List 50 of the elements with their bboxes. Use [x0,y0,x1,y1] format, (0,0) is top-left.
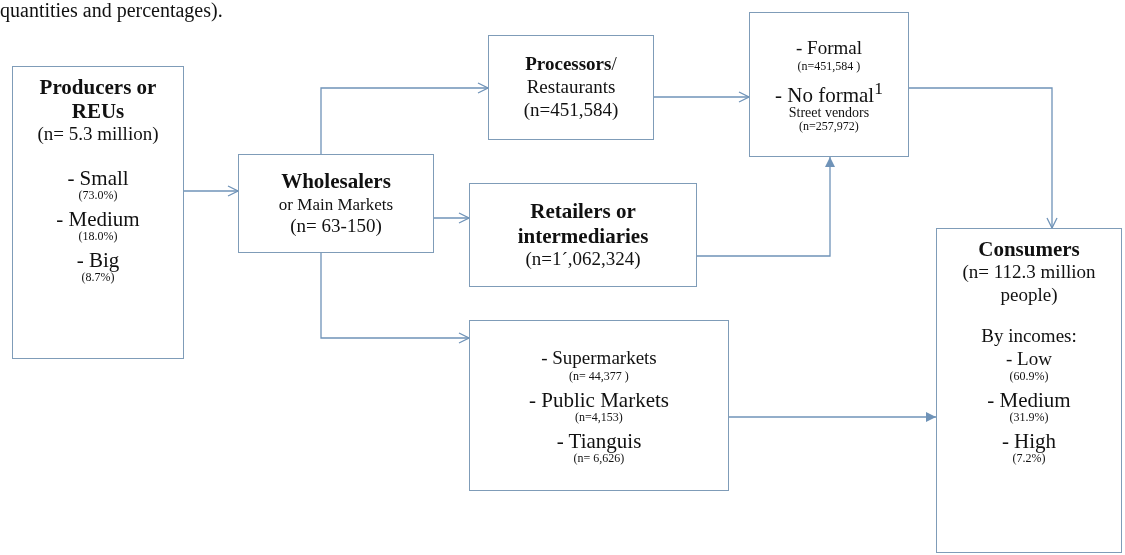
box-text: Processors/ Restaurants [524,53,618,99]
process-box [12,66,184,359]
box-text: Wholesalers [281,169,391,194]
box-text: - No formal$^{1}$ [775,79,883,106]
box-text: (n= 112.3 million people) [961,261,1097,307]
box-text: (31.9%) [1009,411,1049,424]
box-text: Producers or REUs [38,75,158,124]
arrow [653,91,750,103]
process-box [238,154,434,253]
box-text: - Supermarkets [541,347,657,370]
box-text: (18.0%) [78,230,118,243]
box-text: (n= 6,626) [573,451,625,464]
box-text: - High [1001,431,1057,453]
box-text: (8.7%) [81,271,115,284]
process-box [488,35,654,140]
box-text: By incomes: [981,324,1077,348]
process-box [469,320,729,491]
arrow [908,87,1058,229]
box-text: Consumers [978,237,1080,262]
process-box [749,12,909,157]
arrow [320,82,489,155]
process-box [936,228,1122,553]
box-text: - Medium [987,390,1071,412]
box-text: Street vendors [788,105,870,120]
arrow [183,185,239,197]
box-text: (n=257,972) [799,119,859,132]
box-text: or Main Markets [278,193,394,215]
box-text: (n=451,584 ) [797,59,861,72]
box-text: - Big [76,250,120,272]
arrow [433,212,470,224]
box-text: (n= 63-150) [290,214,382,238]
arrow [728,412,937,422]
box-text: - Small [67,168,129,190]
box-text: (n= 44,377 ) [569,369,629,382]
process-box [469,183,697,287]
box-text: (n=451,584) [523,98,619,122]
arrow [320,252,470,344]
box-text: (n=4,153) [575,410,623,423]
box-text: (n=1´,062,324) [525,247,641,271]
box-text: (60.9%) [1009,370,1049,383]
caption-fragment: quantities and percentages). [0,0,223,20]
box-text: - Formal [796,37,862,60]
box-text: (n= 5.3 million) [37,123,159,147]
box-text: - Medium [56,209,140,231]
box-text: - Public Markets [529,389,669,411]
arrow [696,156,835,257]
box-text: Retailers or intermediaries [516,199,650,248]
box-text: (73.0%) [78,189,118,202]
box-text: - Low [1006,347,1052,371]
box-text: - Tianguis [556,430,642,452]
